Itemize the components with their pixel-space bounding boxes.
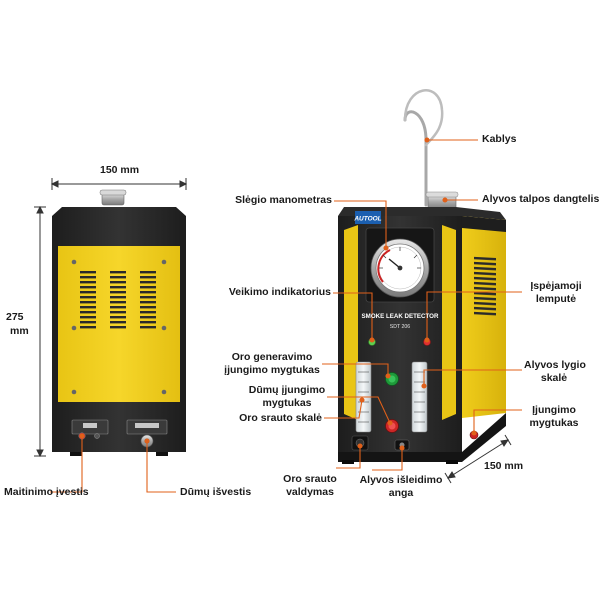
label-flow-control: Oro srauto valdymas xyxy=(278,473,342,499)
label-flow-control-line2: valdymas xyxy=(286,486,334,498)
panel-title-text: SMOKE LEAK DETECTOR xyxy=(362,313,439,320)
label-oil-drain-line2: anga xyxy=(388,487,414,499)
height-dimension-value: 275 xyxy=(6,311,24,323)
label-air-gen-button: Oro generavimo įjungimo mygtukas xyxy=(220,351,324,377)
label-power-button-line1: Įjungimo xyxy=(532,404,576,416)
dimension-lines-left xyxy=(34,178,188,458)
label-pressure-gauge: Slėgio manometras xyxy=(235,194,332,206)
height-dimension-unit: mm xyxy=(10,325,29,337)
label-oil-drain: Alyvos išleidimo anga xyxy=(354,474,448,500)
width-dimension-left: 150 mm xyxy=(100,164,140,176)
label-smoke-button: Dūmų įjungimo mygtukas xyxy=(244,384,330,410)
label-oil-cap: Alyvos talpos dangtelis xyxy=(482,193,600,205)
label-air-gen-line2: įjungimo mygtukas xyxy=(224,364,320,376)
depth-dimension-right: 150 mm xyxy=(484,460,524,472)
label-work-indicator: Veikimo indikatorius xyxy=(228,286,331,298)
label-warning-lamp-line2: lemputė xyxy=(535,293,577,305)
callouts-left xyxy=(50,433,176,493)
label-oil-level-line1: Alyvos lygio xyxy=(524,359,586,371)
label-smoke-button-line1: Dūmų įjungimo xyxy=(248,384,326,396)
label-power-button-line2: mygtukas xyxy=(529,417,579,429)
label-smoke-button-line2: mygtukas xyxy=(262,397,312,409)
brand-text: AUTOOL xyxy=(353,216,381,223)
label-oil-level-line2: skalė xyxy=(540,372,568,384)
label-flow-scale: Oro srauto skalė xyxy=(239,412,322,424)
dimension-lines-right xyxy=(444,434,512,484)
callouts-right xyxy=(322,137,522,471)
label-flow-control-line1: Oro srauto xyxy=(283,473,337,485)
label-oil-level-scale: Alyvos lygio skalė xyxy=(524,359,586,385)
label-hook: Kablys xyxy=(482,133,517,145)
label-air-gen-line1: Oro generavimo xyxy=(231,351,313,363)
label-power-input: Maitinimo įvestis xyxy=(4,486,89,498)
label-oil-drain-line1: Alyvos išleidimo xyxy=(359,474,443,486)
label-smoke-output: Dūmų išvestis xyxy=(180,486,252,498)
model-text: SDT 206 xyxy=(390,324,410,330)
label-warning-lamp: Įspėjamoji lemputė xyxy=(526,280,586,306)
label-power-button: Įjungimo mygtukas xyxy=(524,404,584,430)
left-device xyxy=(52,189,186,456)
label-warning-lamp-line1: Įspėjamoji xyxy=(530,280,582,292)
right-device xyxy=(338,89,506,464)
